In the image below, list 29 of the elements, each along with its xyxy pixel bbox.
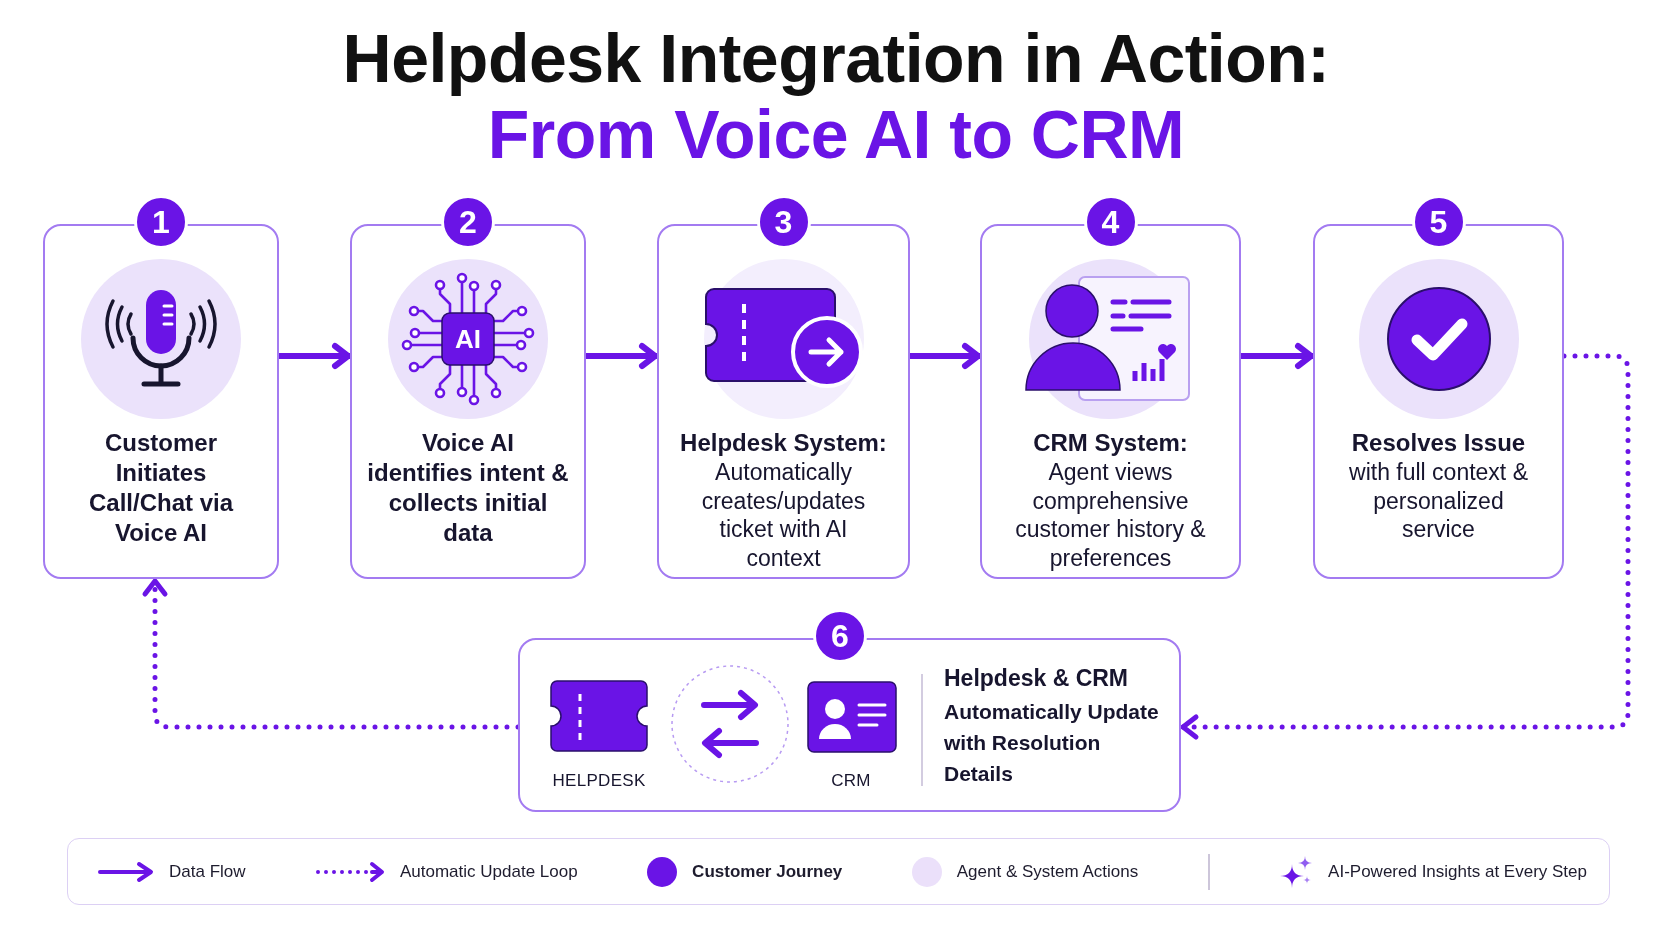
step-title: Resolves Issue xyxy=(1351,428,1526,458)
arrow xyxy=(910,343,981,369)
step-title: CRM System: xyxy=(1033,428,1188,458)
legend-label: Customer Journey xyxy=(692,861,843,882)
step-title: Customer Initiates Call/Chat via Voice AI xyxy=(87,428,235,548)
arrow xyxy=(1241,343,1314,369)
arrow xyxy=(279,343,351,369)
legend-label: Agent & System Actions xyxy=(956,861,1139,882)
legend-label: Data Flow xyxy=(169,861,246,882)
legend-label: AI-Powered Insights at Every Step xyxy=(1328,861,1587,882)
step-description: Automatically creates/updates ticket with AI context xyxy=(700,458,867,572)
step-number: 4 xyxy=(1083,195,1138,249)
legend-label: Automatic Update Loop xyxy=(400,861,578,882)
step-number: 2 xyxy=(441,195,495,249)
panel-title: Helpdesk & CRM xyxy=(944,664,1130,693)
step-description: with full context & personalized service xyxy=(1348,458,1529,544)
panel-description: Automatically Update with Resolution Details xyxy=(944,699,1160,787)
step-title: Voice AI identifies intent & collects initial data xyxy=(366,428,570,548)
step-number: 5 xyxy=(1411,195,1466,249)
arrow xyxy=(586,343,658,369)
step-number: 6 xyxy=(813,609,867,663)
step-title: Helpdesk System: xyxy=(680,428,887,458)
title: Helpdesk Integration in Action: From Voice AI to CRM xyxy=(341,20,1331,172)
icon-caption: HELPDESK xyxy=(552,771,646,791)
step-number: 3 xyxy=(756,195,811,249)
chip-label: AI xyxy=(455,323,481,355)
icon-caption: CRM xyxy=(831,771,871,791)
step-number: 1 xyxy=(134,195,188,249)
step-description: Agent views comprehensive customer history & preferences xyxy=(1014,458,1207,572)
